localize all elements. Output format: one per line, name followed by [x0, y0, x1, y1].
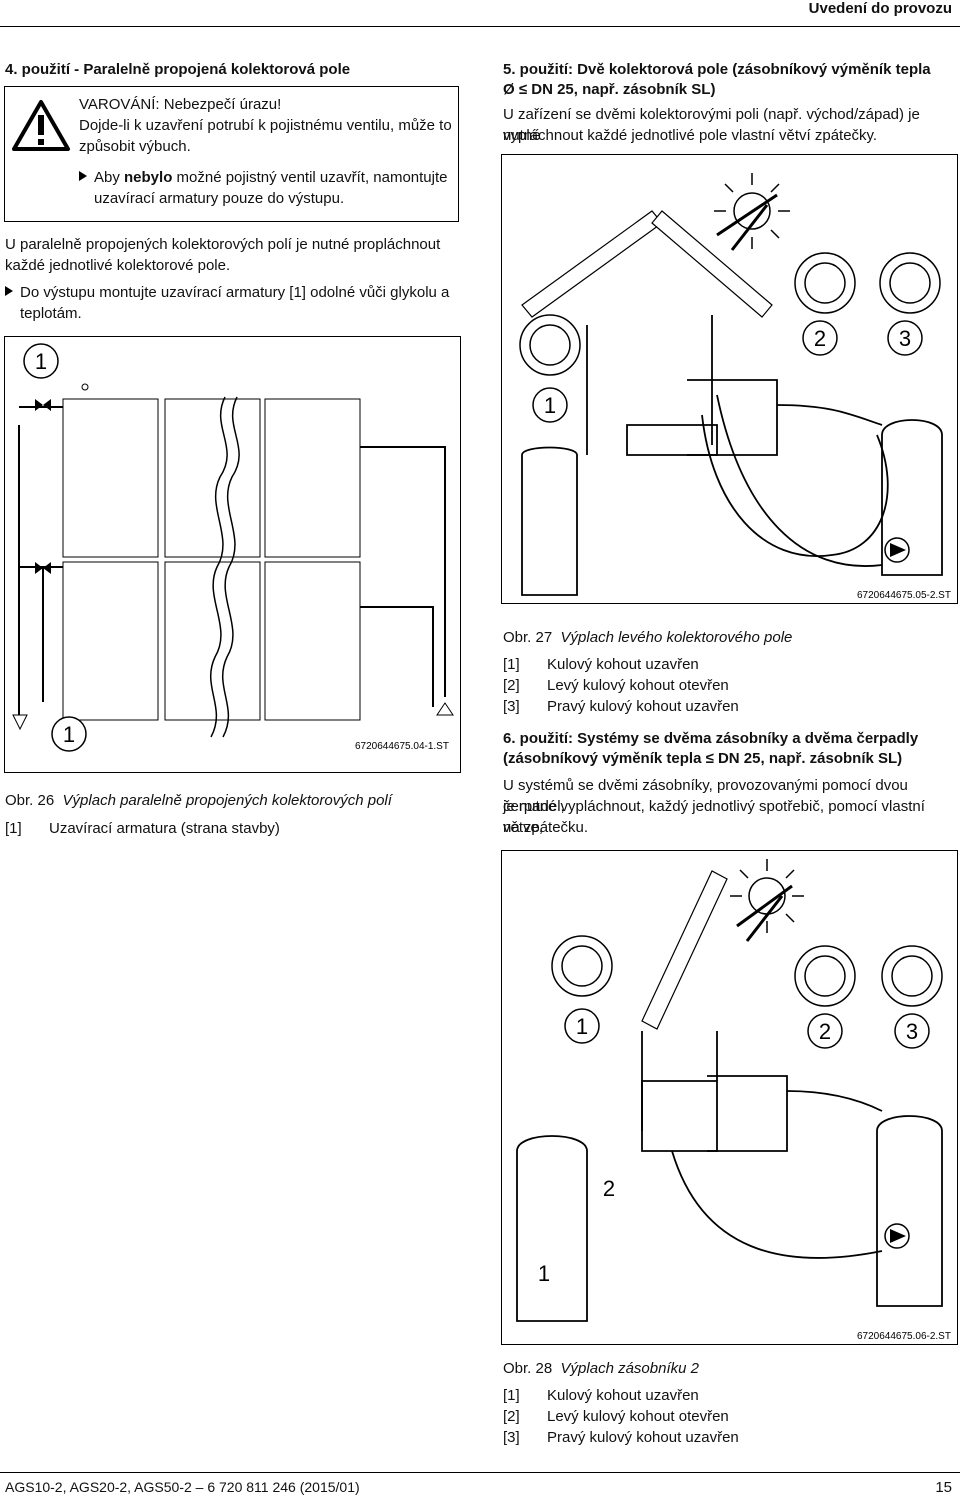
legend-28-item-3: [3]Pravý kulový kohout uzavřen	[503, 1429, 739, 1446]
legend-28-item-2: [2]Levý kulový kohout otevřen	[503, 1408, 729, 1425]
two-fields-flushing-diagram: 1 2 3 6720644675.05-2.ST	[519, 173, 951, 601]
callout-fig28-3: 3	[906, 1019, 918, 1044]
caption-fig-26: Obr. 26 Výplach paralelně propojených ko…	[5, 792, 392, 809]
legend-item-1: [1]Uzavírací armatura (strana stavby)	[5, 820, 280, 837]
callout-fig27-3: 3	[899, 326, 911, 351]
usage-5-para-2: vypláchnout každé jednotlivé pole vlastn…	[503, 127, 878, 144]
bullet-arrow-icon	[5, 286, 13, 296]
legend-27-item-3: [3]Pravý kulový kohout uzavřen	[503, 698, 739, 715]
callout-fig27-2: 2	[814, 326, 826, 351]
heading-usage-6-line-2: (zásobníkový výměník tepla ≤ DN 25, např…	[503, 750, 903, 767]
bullet-line-2: teplotám.	[20, 305, 82, 322]
page-number: 15	[935, 1479, 952, 1496]
figure-27: 1 2 3 6720644675.05-2.ST	[501, 154, 958, 604]
callout-fig28-1: 1	[576, 1014, 588, 1039]
callout-fig28-2: 2	[819, 1019, 831, 1044]
footer-doc-id: AGS10-2, AGS20-2, AGS50-2 – 6 720 811 24…	[5, 1479, 360, 1495]
figure-26: 1 1 6720644675.04-1.ST	[4, 336, 461, 773]
tank-label-1: 1	[538, 1261, 550, 1286]
warning-line-1: Dojde-li k uzavření potrubí k pojistnému…	[79, 117, 452, 134]
collector-fields-diagram: 1 1 6720644675.04-1.ST	[12, 343, 454, 752]
bullet-arrow-icon	[79, 171, 87, 181]
footer-rule	[0, 1472, 960, 1473]
callout-1-top: 1	[35, 349, 47, 374]
section-title: Uvedení do provozu	[808, 0, 952, 17]
callout-fig27-1: 1	[544, 393, 556, 418]
warning-title: VAROVÁNÍ: Nebezpečí úrazu!	[79, 96, 282, 113]
warning-step-1: Aby nebylo možné pojistný ventil uzavřít…	[79, 167, 448, 188]
figure-code: 6720644675.04-1.ST	[355, 741, 449, 752]
figure-28: 1 2 3 2 1 6720644675.06-2.ST	[501, 850, 958, 1345]
usage-5-para-1: U zařízení se dvěmi kolektorovými poli (…	[503, 106, 920, 144]
warning-triangle-icon	[12, 100, 70, 151]
heading-usage-5-line-2: Ø ≤ DN 25, např. zásobník SL)	[503, 81, 716, 98]
two-tanks-flushing-diagram: 1 2 3 2 1 6720644675.06-2.ST	[516, 859, 951, 1342]
warning-box: VAROVÁNÍ: Nebezpečí úrazu! Dojde-li k uz…	[4, 86, 459, 222]
callout-1-bottom: 1	[63, 722, 75, 747]
heading-usage-4: 4. použití - Paralelně propojená kolekto…	[5, 61, 351, 78]
usage-6-para-2: je nutné vypláchnout, každý jednotlivý s…	[503, 798, 925, 836]
para-line-2: každé jednotlivé kolektorové pole.	[5, 257, 231, 274]
heading-usage-6-line-1: 6. použití: Systémy se dvěma zásobníky a…	[503, 730, 919, 747]
usage-6-para-1: U systémů se dvěmi zásobníky, provozovan…	[503, 777, 908, 815]
bullet-line-1: Do výstupu montujte uzavírací armatury […	[5, 282, 449, 303]
tank-label-2: 2	[603, 1176, 615, 1201]
warning-step-2: uzavírací armatury pouze do výstupu.	[94, 190, 345, 207]
caption-fig-28: Obr. 28 Výplach zásobníku 2	[503, 1360, 699, 1377]
usage-6-para-3: na zpátečku.	[503, 819, 589, 836]
header-rule	[0, 26, 960, 27]
heading-usage-5-line-1: 5. použití: Dvě kolektorová pole (zásobn…	[503, 61, 931, 78]
para-line-1: U paralelně propojených kolektorových po…	[5, 236, 441, 253]
warning-line-2: způsobit výbuch.	[79, 138, 191, 155]
legend-27-item-2: [2]Levý kulový kohout otevřen	[503, 677, 729, 694]
legend-27-item-1: [1]Kulový kohout uzavřen	[503, 656, 699, 673]
caption-fig-27: Obr. 27 Výplach levého kolektorového pol…	[503, 629, 793, 646]
figure-28-code: 6720644675.06-2.ST	[857, 1331, 951, 1342]
legend-28-item-1: [1]Kulový kohout uzavřen	[503, 1387, 699, 1404]
figure-27-code: 6720644675.05-2.ST	[857, 590, 951, 601]
